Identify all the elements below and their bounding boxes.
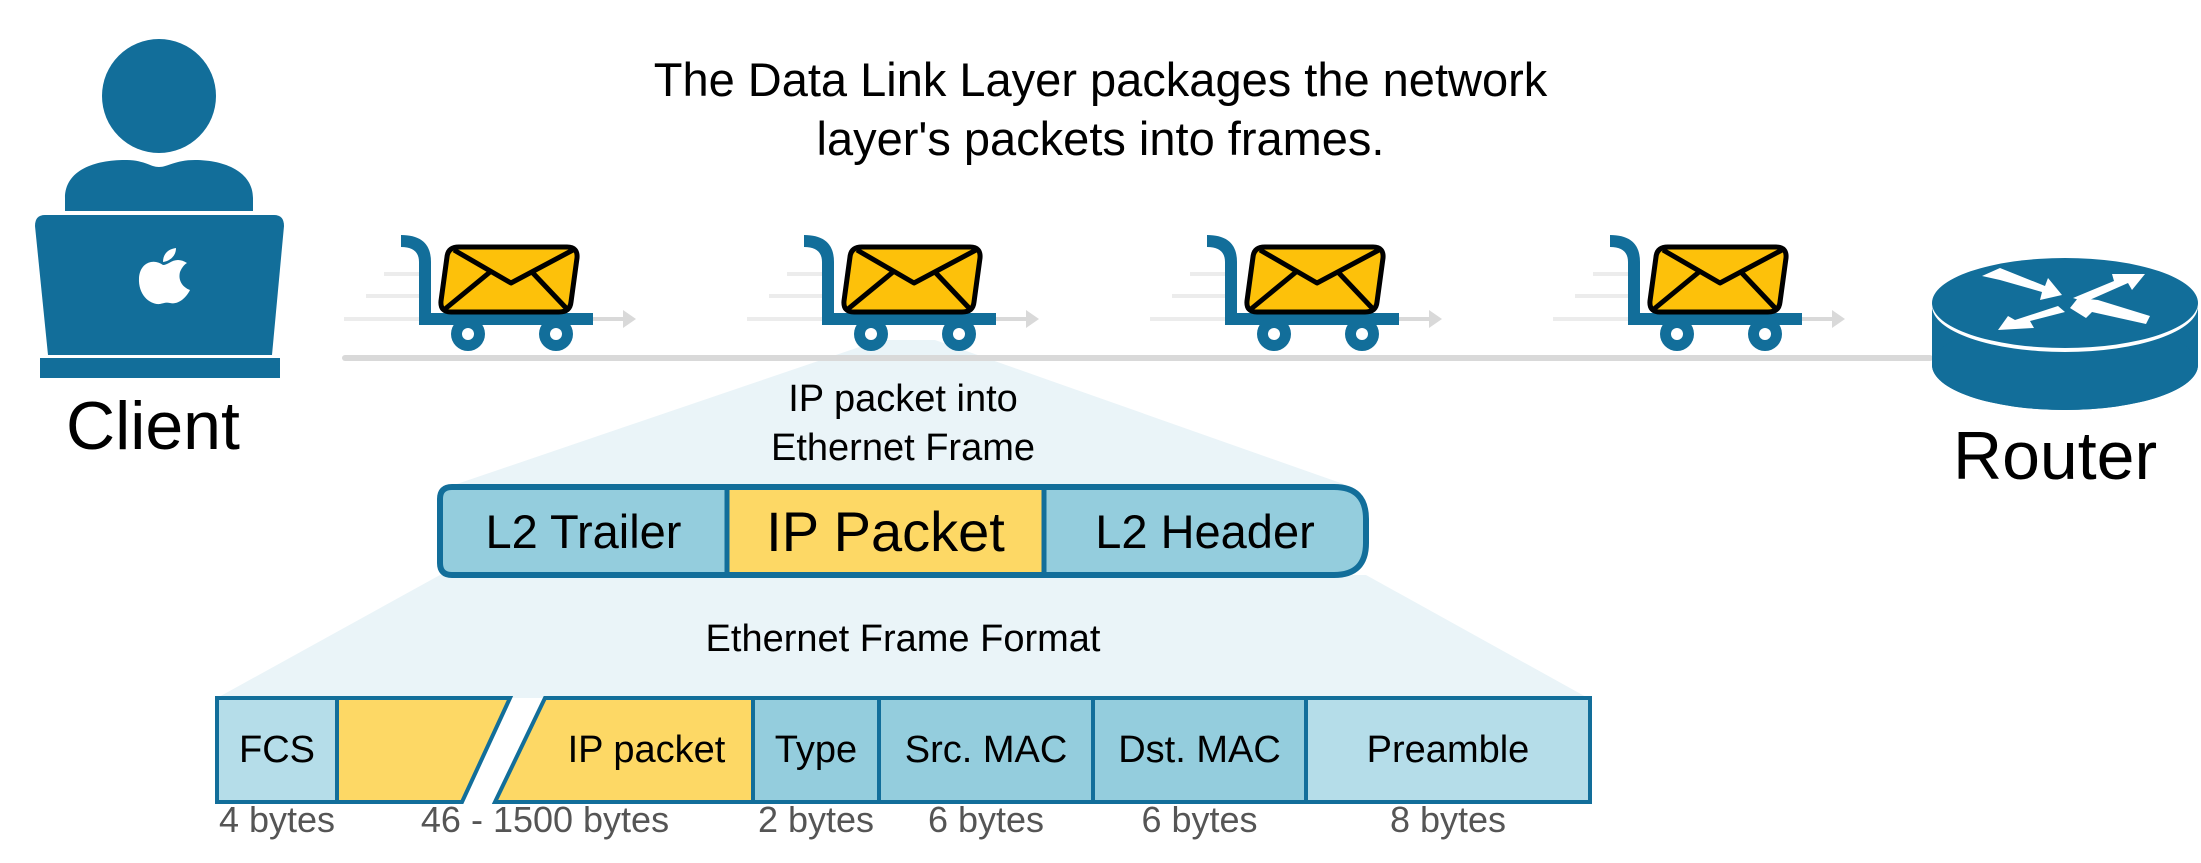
size-src-mac: 6 bytes — [927, 799, 1045, 840]
frame-cell-ip-packet: IP Packet — [766, 499, 1005, 563]
l2-frame — [437, 484, 1369, 578]
motion-arrow-head — [1429, 310, 1442, 328]
field-type: Type — [774, 728, 858, 771]
cart-wheel-hub — [1356, 328, 1368, 340]
motion-arrow-head — [623, 310, 636, 328]
cart-wheel-hub — [1671, 328, 1683, 340]
apple-logo-icon — [138, 248, 190, 305]
motion-arrow-head — [1832, 310, 1845, 328]
field-ip-packet: IP packet — [567, 728, 726, 771]
envelope-icon — [1244, 244, 1386, 315]
cart-wheel-hub — [1759, 328, 1771, 340]
cart-frame — [804, 235, 996, 325]
cart-frame — [401, 235, 593, 325]
field-fcs: FCS — [239, 728, 315, 771]
cart-frame — [1610, 235, 1802, 325]
format-caption: Ethernet Frame Format — [705, 618, 1101, 660]
zoom-wedge-upper — [448, 340, 1352, 487]
zoom-wedge-lower — [217, 575, 1588, 698]
size-preamble: 8 bytes — [1389, 799, 1507, 840]
size-type: 2 bytes — [757, 799, 875, 840]
title-line-1: The Data Link Layer packages the network — [653, 53, 1548, 106]
field-src-mac: Src. MAC — [904, 728, 1068, 771]
field-dst-mac: Dst. MAC — [1118, 728, 1281, 771]
encap-caption-line-1: IP packet into — [788, 378, 1018, 420]
envelope-icon — [841, 244, 983, 315]
router-label: Router — [1953, 418, 2158, 494]
ethernet-format-row — [215, 696, 1592, 804]
field-preamble: Preamble — [1366, 728, 1530, 771]
motion-arrow-head — [1026, 310, 1039, 328]
cart-wheel-hub — [462, 328, 474, 340]
envelope-icon — [1647, 244, 1789, 315]
frame-cell-l2-header: L2 Header — [1095, 504, 1315, 558]
client-label: Client — [66, 388, 240, 464]
cart-envelope-icon — [1553, 235, 1845, 351]
cart-envelope-icon — [344, 235, 636, 351]
cart-frame — [1207, 235, 1399, 325]
cart-wheel-hub — [1268, 328, 1280, 340]
size-payload: 46 - 1500 bytes — [420, 799, 670, 840]
cart-wheel-hub — [865, 328, 877, 340]
size-dst-mac: 6 bytes — [1141, 799, 1258, 840]
envelope-icon — [438, 244, 580, 315]
frame-cell-l2-trailer: L2 Trailer — [485, 504, 682, 558]
user-laptop-icon — [35, 39, 284, 378]
cart-envelope-icon — [1150, 235, 1442, 351]
cart-wheel-hub — [550, 328, 562, 340]
size-fcs: 4 bytes — [218, 799, 336, 840]
router-icon — [1932, 258, 2198, 410]
title-line-2: layer's packets into frames. — [816, 112, 1385, 165]
cart-wheel-hub — [953, 328, 965, 340]
encap-caption-line-2: Ethernet Frame — [771, 427, 1035, 469]
cart-envelope-icon — [747, 235, 1039, 351]
